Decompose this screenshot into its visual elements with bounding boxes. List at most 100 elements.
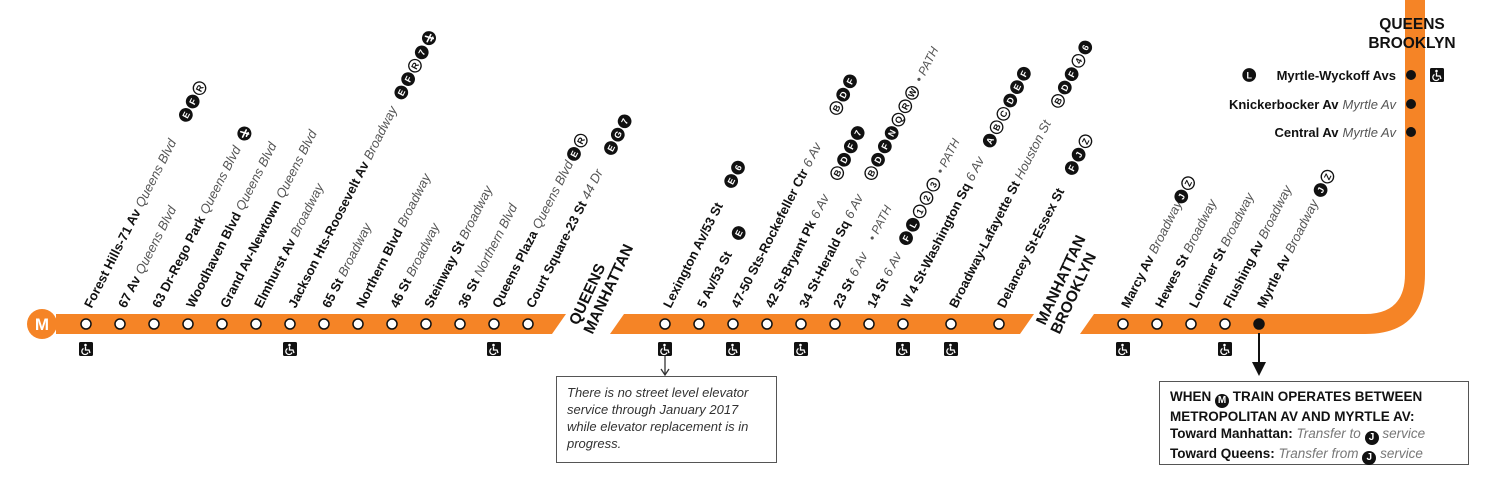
- route-bullet-icon: 3: [926, 177, 941, 192]
- station-dot[interactable]: [1151, 318, 1163, 330]
- route-bullet-icon: E: [731, 226, 746, 240]
- station-dot[interactable]: [216, 318, 228, 330]
- station[interactable]: [250, 318, 262, 330]
- station-dot[interactable]: [1406, 127, 1416, 137]
- station[interactable]: [726, 318, 740, 356]
- transfer-header-post: TRAIN OPERATES BETWEEN METROPOLITAN AV A…: [1170, 389, 1423, 424]
- station-dot[interactable]: [148, 318, 160, 330]
- route-bullet-letter: B: [991, 122, 1003, 133]
- route-bullet-letter: B: [866, 168, 878, 179]
- station-dot[interactable]: [250, 318, 262, 330]
- station[interactable]: [216, 318, 228, 330]
- station[interactable]: [794, 318, 808, 356]
- j-route-bullet-icon: J: [1364, 431, 1379, 445]
- station-dot[interactable]: [182, 318, 194, 330]
- station[interactable]: [454, 318, 466, 330]
- station[interactable]: [487, 318, 501, 356]
- station[interactable]: [79, 318, 93, 356]
- station-dot[interactable]: [386, 318, 398, 330]
- station-dot[interactable]: [897, 318, 909, 330]
- station-dot[interactable]: [284, 318, 296, 330]
- station-street: 6 Av: [841, 190, 867, 221]
- station[interactable]: [420, 318, 432, 330]
- route-bullet-letter: Z: [1322, 172, 1334, 182]
- station[interactable]: [148, 318, 160, 330]
- route-bullet-letter: 7: [852, 129, 863, 138]
- m-route-bullet-icon: M: [1215, 394, 1230, 408]
- wheelchair-accessible-icon: [794, 342, 808, 356]
- route-bullet-letter: 7: [619, 117, 630, 126]
- station-dot[interactable]: [80, 318, 92, 330]
- route-bullet-letter: C: [998, 108, 1010, 119]
- station-dot[interactable]: [761, 318, 773, 330]
- station[interactable]: [182, 318, 194, 330]
- wheelchair-accessible-icon: [726, 342, 740, 356]
- station-name: 36 St: [455, 275, 483, 310]
- route-bullet-icon: E: [604, 141, 618, 155]
- route-bullet-letter: E: [396, 88, 408, 98]
- station-dot[interactable]: [318, 318, 330, 330]
- station-dot[interactable]: [1185, 318, 1197, 330]
- station-dot[interactable]: [1406, 99, 1416, 109]
- station[interactable]: [829, 318, 841, 330]
- transfer-row1-post: service: [1382, 426, 1426, 441]
- station-dot[interactable]: [1406, 70, 1416, 80]
- station[interactable]: [761, 318, 773, 330]
- wheelchair-accessible-icon: [283, 342, 297, 356]
- station-name: Marcy Av: [1118, 252, 1158, 310]
- station-dot[interactable]: [114, 318, 126, 330]
- route-bullet-letter: F: [1018, 69, 1030, 79]
- station-dot[interactable]: [352, 318, 364, 330]
- station[interactable]: [993, 318, 1005, 330]
- route-bullet-icon: 1: [912, 204, 927, 219]
- route-bullet-icon: F: [878, 139, 892, 154]
- station[interactable]: [522, 318, 534, 330]
- route-bullet-letter: E: [605, 143, 617, 153]
- station-dot[interactable]: [1219, 318, 1231, 330]
- route-bullet-letter: D: [1005, 95, 1017, 106]
- station-dot[interactable]: [863, 318, 875, 330]
- station-dot[interactable]: [993, 318, 1005, 330]
- station[interactable]: [1185, 318, 1197, 330]
- route-bullet-icon: F: [401, 72, 415, 86]
- station-label-text: Broadway-Lafayette StHouston St: [946, 116, 1055, 310]
- station[interactable]: [1116, 318, 1130, 356]
- route-bullet-icon: Q: [891, 112, 906, 127]
- station-dot[interactable]: [829, 318, 841, 330]
- station-dot[interactable]: [1117, 318, 1129, 330]
- station-dot[interactable]: [488, 318, 500, 330]
- station[interactable]: [318, 318, 330, 330]
- transfer-row1-pre: Transfer to: [1296, 426, 1361, 441]
- station[interactable]: [944, 318, 958, 356]
- station-dot[interactable]: [693, 318, 705, 330]
- transfer-row-queens: Toward Queens: Transfer from J service: [1170, 445, 1458, 465]
- station[interactable]: [386, 318, 398, 330]
- station-dot[interactable]: [420, 318, 432, 330]
- station[interactable]: [114, 318, 126, 330]
- station[interactable]: [693, 318, 705, 330]
- station-dot[interactable]: [522, 318, 534, 330]
- route-bullet-letter: F: [901, 233, 913, 243]
- station[interactable]: [1151, 318, 1163, 330]
- station-dot[interactable]: [454, 318, 466, 330]
- station[interactable]: [352, 318, 364, 330]
- transfer-row2-label: Toward Queens:: [1170, 446, 1275, 461]
- station-dot[interactable]: [945, 318, 957, 330]
- station-dot[interactable]: [727, 318, 739, 330]
- station[interactable]: [863, 318, 875, 330]
- station[interactable]: [1253, 318, 1265, 330]
- station-dot[interactable]: [795, 318, 807, 330]
- station[interactable]: [1218, 318, 1232, 356]
- station-dot[interactable]: [1253, 318, 1265, 330]
- station-name: Grand Av-Newtown: [217, 197, 284, 310]
- station[interactable]: [896, 318, 910, 356]
- station-dot[interactable]: [659, 318, 671, 330]
- route-bullet-icon: L: [906, 217, 920, 232]
- station[interactable]: [283, 318, 297, 356]
- m-line-bullet-label: M: [35, 315, 49, 334]
- station[interactable]: [658, 318, 672, 356]
